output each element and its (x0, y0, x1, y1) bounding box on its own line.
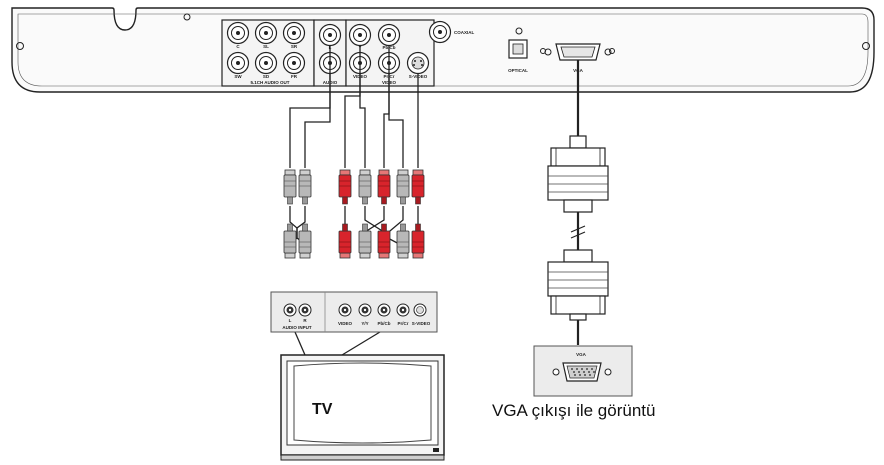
tv-pbcb-label: Pb/Cb (378, 321, 391, 326)
jack-label: FR (291, 74, 298, 79)
audio-out-jack[interactable] (226, 21, 250, 45)
rca-plug[interactable] (338, 169, 352, 205)
audio-out-label: 5.1CH AUDIO OUT (250, 80, 289, 85)
audio-out-jack[interactable] (282, 51, 306, 75)
tv-audio-input-label: AUDIO INPUT (282, 325, 312, 330)
optical-port[interactable] (508, 39, 528, 59)
vga-input-port[interactable] (552, 362, 612, 382)
tv-y-label: Y/Y (361, 321, 368, 326)
y-jack[interactable] (348, 23, 372, 47)
tv-prcr-jack[interactable] (396, 303, 410, 317)
tv-audio-l-jack[interactable] (283, 303, 297, 317)
tv-input-panel: L R AUDIO INPUT VIDEO Y/Y Pb/Cb Pr/Cr S-… (270, 291, 438, 333)
jack-label: SD (263, 74, 270, 79)
rca-plug[interactable] (411, 223, 425, 259)
tv-video-label: VIDEO (338, 321, 353, 326)
coaxial-label: COAXIAL (454, 30, 475, 35)
optical-label: OPTICAL (508, 68, 528, 73)
caption: VGA çıkışı ile görüntü (492, 401, 656, 420)
vga-connector-upper[interactable] (547, 135, 609, 213)
audio-out-jack[interactable] (254, 51, 278, 75)
rca-plug[interactable] (411, 169, 425, 205)
rca-plugs-upper (283, 169, 425, 205)
tv-pbcb-jack[interactable] (377, 303, 391, 317)
tv-audio-r-label: R (303, 318, 307, 323)
tv-audio-l-label: L (289, 318, 292, 323)
audio-out-jack[interactable] (282, 21, 306, 45)
tv-y-jack[interactable] (358, 303, 372, 317)
rca-plug[interactable] (338, 223, 352, 259)
audio-out-block: C SL SR SW SD FR 5.1CH AUDIO OUT (221, 19, 315, 87)
rca-plug[interactable] (377, 169, 391, 205)
tv: TV (280, 354, 445, 461)
vga-input-panel: VGA (533, 345, 633, 397)
video-block: Y Pb/Cb VIDEO Pr/Cr VIDEO S-VIDEO (345, 19, 435, 87)
vga-panel-label: VGA (576, 352, 587, 357)
tv-svideo-label: S-VIDEO (412, 321, 431, 326)
jack-label: SL (263, 44, 269, 49)
vga-connector-lower[interactable] (547, 249, 609, 321)
tv-audio-r-jack[interactable] (298, 303, 312, 317)
rca-plug[interactable] (298, 169, 312, 205)
rca-plug[interactable] (396, 223, 410, 259)
cable-break (570, 225, 586, 239)
rca-plug[interactable] (283, 223, 297, 259)
svideo-jack[interactable] (406, 51, 430, 75)
rca-plugs-lower (283, 223, 425, 259)
tv-label: TV (312, 401, 333, 418)
jack-label: SR (291, 44, 298, 49)
rca-plug[interactable] (396, 169, 410, 205)
audio-out-jack[interactable] (254, 21, 278, 45)
jack-label: SW (234, 74, 242, 79)
tv-video-jack[interactable] (338, 303, 352, 317)
audio-out-jack[interactable] (226, 51, 250, 75)
tv-svideo-jack[interactable] (413, 303, 427, 317)
cables (289, 45, 580, 356)
vga-port[interactable] (544, 43, 612, 61)
tv-prcr-label: Pr/Cr (397, 321, 408, 326)
pbcr-jack[interactable] (377, 23, 401, 47)
rca-plug[interactable] (283, 169, 297, 205)
audio-l-jack[interactable] (318, 23, 342, 47)
rca-plug[interactable] (298, 223, 312, 259)
rca-plug[interactable] (358, 169, 372, 205)
jack-label: C (236, 44, 240, 49)
dvd-back-panel: C SL SR SW SD FR 5.1CH AUDIO OUT L AUDIO (11, 7, 875, 93)
coaxial-jack[interactable] (428, 20, 452, 44)
